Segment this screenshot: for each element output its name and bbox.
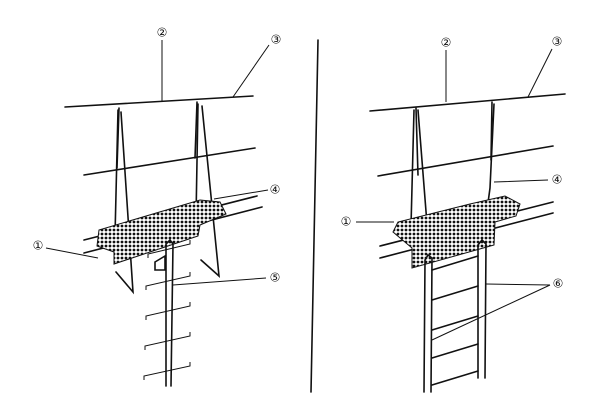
leader-lines bbox=[45, 40, 270, 286]
top-line bbox=[369, 93, 566, 112]
middle-line bbox=[377, 145, 554, 177]
ladder-rungs bbox=[431, 255, 479, 386]
right-wire-hook bbox=[195, 103, 220, 278]
mat bbox=[96, 199, 227, 265]
hanger-frame bbox=[116, 101, 198, 169]
label-top-line: ③ bbox=[271, 33, 282, 47]
mat bbox=[392, 195, 521, 269]
label-middle-line: ④ bbox=[552, 173, 563, 187]
label-mat: ① bbox=[33, 239, 44, 253]
left-wire-hook bbox=[114, 109, 134, 295]
label-mat: ① bbox=[341, 215, 352, 229]
label-hook-ladder: ⑤ bbox=[270, 271, 281, 285]
label-upper-bar: ② bbox=[157, 26, 168, 40]
leader-lines bbox=[356, 48, 553, 341]
label-upper-bar: ② bbox=[441, 36, 452, 50]
divider bbox=[310, 39, 319, 393]
ladder-right-pole bbox=[477, 238, 487, 379]
label-middle-line: ④ bbox=[270, 183, 281, 197]
ladder-pole bbox=[165, 238, 174, 387]
ladder-left-pole bbox=[423, 253, 433, 393]
label-ladder: ⑥ bbox=[553, 277, 564, 291]
right-figure: ② ③ ④ ① ⑥ bbox=[341, 35, 566, 393]
left-figure: ② ③ ④ ① ⑤ bbox=[33, 26, 282, 387]
top-line bbox=[64, 95, 254, 108]
label-top-line: ③ bbox=[552, 35, 563, 49]
ladder-hook-rungs bbox=[143, 240, 191, 380]
hanger-frame bbox=[415, 101, 493, 176]
ladder-bracket bbox=[154, 254, 166, 271]
middle-line bbox=[83, 147, 256, 176]
